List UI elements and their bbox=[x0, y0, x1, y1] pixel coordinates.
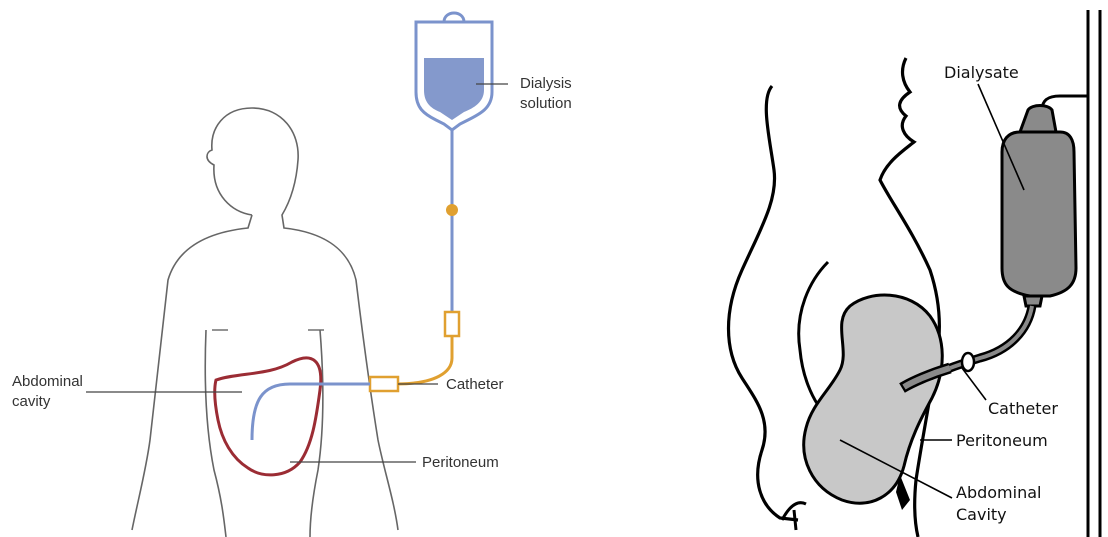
left-diagram: Dialysis solution Catheter Abdominal cav… bbox=[0, 0, 620, 537]
dialysate-bag bbox=[1002, 132, 1076, 296]
label-abdominal-cavity-line1: Abdominal bbox=[956, 483, 1041, 502]
left-diagram-svg: Dialysis solution Catheter Abdominal cav… bbox=[0, 0, 620, 537]
abdominal-cavity-shape bbox=[804, 295, 942, 503]
label-peritoneum: Peritoneum bbox=[956, 431, 1048, 450]
label-catheter: Catheter bbox=[446, 376, 504, 393]
leg-outline-left bbox=[782, 503, 806, 530]
catheter-clamp bbox=[962, 353, 974, 371]
label-dialysis-solution-line2: solution bbox=[520, 95, 572, 112]
bag-bottom-neck bbox=[1024, 296, 1042, 306]
peritoneum-outline bbox=[215, 358, 321, 475]
label-abdominal-cavity-line1: Abdominal bbox=[12, 373, 83, 390]
label-peritoneum: Peritoneum bbox=[422, 454, 499, 471]
back-body-outline bbox=[729, 86, 799, 520]
human-body-outline bbox=[132, 108, 398, 537]
label-abdominal-cavity-line2: cavity bbox=[12, 393, 51, 410]
right-diagram: Dialysate Catheter Peritoneum Abdominal … bbox=[690, 0, 1108, 537]
tube-connector bbox=[445, 312, 459, 336]
label-abdominal-cavity-line2: Cavity bbox=[956, 505, 1007, 524]
leader-catheter bbox=[962, 368, 986, 400]
bag-top-neck bbox=[1020, 106, 1056, 133]
catheter-tube bbox=[396, 336, 452, 384]
catheter-in-cavity bbox=[252, 384, 370, 440]
label-catheter: Catheter bbox=[988, 399, 1058, 418]
label-dialysate: Dialysate bbox=[944, 63, 1019, 82]
roller-clamp bbox=[446, 204, 458, 216]
catheter-connector bbox=[370, 377, 398, 391]
right-diagram-svg: Dialysate Catheter Peritoneum Abdominal … bbox=[690, 0, 1108, 537]
label-dialysis-solution-line1: Dialysis bbox=[520, 75, 572, 92]
